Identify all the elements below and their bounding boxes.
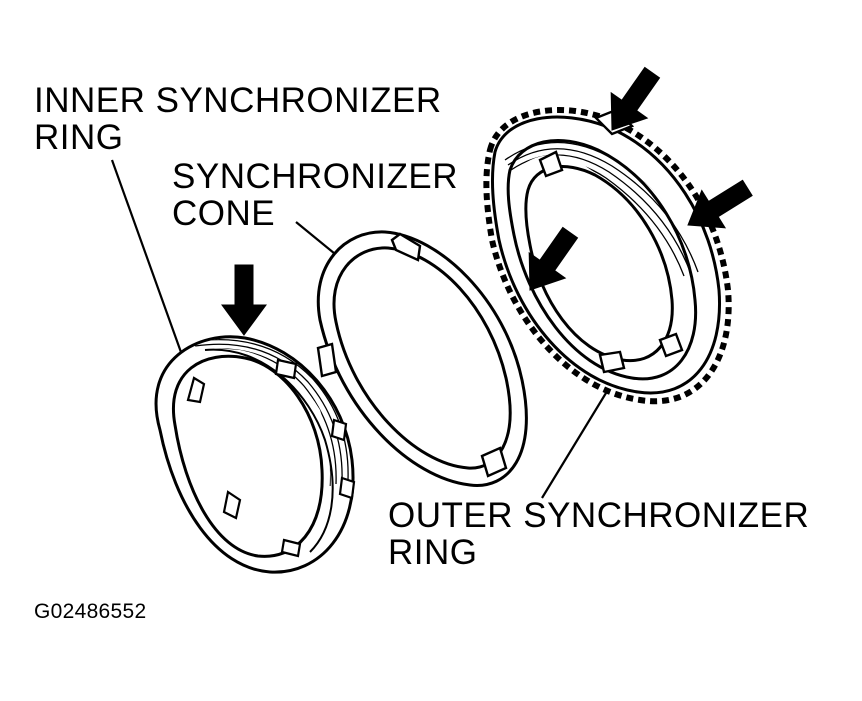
outer-ring-label-line1: OUTER SYNCHRONIZER	[388, 496, 810, 535]
synchronizer-cone	[316, 230, 528, 487]
outer-ring-label: OUTER SYNCHRONIZER RING	[388, 497, 809, 571]
arrow-icon	[221, 264, 267, 336]
outer-synchronizer-ring	[483, 107, 732, 405]
inner-ring-label-line1: INNER SYNCHRONIZER	[34, 81, 442, 120]
arrow-icon	[687, 179, 753, 229]
leader-lines	[110, 159, 607, 499]
cone-label: SYNCHRONIZER CONE	[172, 158, 458, 232]
arrow-icon	[528, 226, 579, 291]
leader-cone	[295, 221, 341, 259]
inner-ring-label: INNER SYNCHRONIZER RING	[34, 82, 442, 156]
leader-outer	[541, 392, 607, 499]
outer-ring-label-line2: RING	[388, 533, 478, 572]
inner-synchronizer-ring	[154, 335, 356, 574]
cone-label-line2: CONE	[172, 194, 276, 233]
inner-ring-label-line2: RING	[34, 118, 124, 157]
leader-inner	[110, 159, 184, 356]
figure-code: G02486552	[34, 600, 147, 623]
arrow-icon	[610, 66, 661, 131]
arrows	[221, 66, 753, 336]
cone-label-line1: SYNCHRONIZER	[172, 157, 459, 196]
